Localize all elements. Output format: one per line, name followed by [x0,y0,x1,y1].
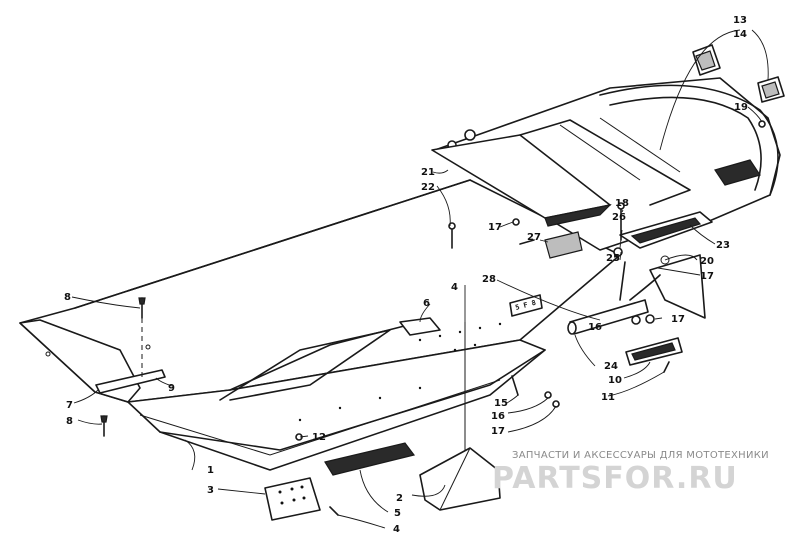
callout-11: 11 [601,392,615,403]
callout-21: 21 [421,167,435,178]
model-plate: 5 F 8 [509,294,543,317]
callout-4b: 4 [393,524,400,535]
callout-1: 1 [207,465,214,476]
callout-10: 10 [608,375,622,386]
callout-2: 2 [396,493,403,504]
callout-27: 27 [527,232,541,243]
callout-26: 26 [612,212,626,223]
callout-22: 22 [421,182,435,193]
callout-12: 12 [312,432,326,443]
rivet-row [298,322,502,422]
callout-3: 3 [207,485,214,496]
rear-bumper-assembly [434,77,781,251]
leader-lines [71,29,769,529]
hitch-bracket [629,254,706,319]
callout-9: 9 [168,383,175,394]
callout-17c: 17 [671,314,685,325]
callout-20: 20 [700,256,714,267]
callout-4a: 4 [451,282,458,293]
callout-17b: 17 [700,271,714,282]
callout-labels: 1 2 3 4 4 5 6 7 8 8 9 10 11 12 13 14 15 … [64,15,748,535]
callout-5: 5 [394,508,401,519]
callout-8b: 8 [66,416,73,427]
callout-17a: 17 [488,222,502,233]
tunnel-body: 5 F 8 [19,179,621,471]
callout-16a: 16 [491,411,505,422]
callout-13: 13 [733,15,747,26]
watermark-tagline: ЗАПЧАСТИ И АКСЕССУАРЫ ДЛЯ МОТОТЕХНИКИ [512,450,769,461]
callout-16b: 16 [588,322,602,333]
callout-23: 23 [716,240,730,251]
callout-15: 15 [494,398,508,409]
plate-holes [278,485,306,505]
license-lamp-parts [692,44,785,103]
callout-28: 28 [482,274,496,285]
callout-7: 7 [66,400,73,411]
callout-25: 25 [606,253,620,264]
callout-17d: 17 [491,426,505,437]
callout-18: 18 [615,198,629,209]
callout-14: 14 [733,29,747,40]
callout-24: 24 [604,361,618,372]
watermark-brand: PARTSFOR.RU [492,461,738,496]
callout-8a: 8 [64,292,71,303]
hardware-parts [448,120,766,408]
rear-deflector [431,134,612,227]
watermark: ЗАПЧАСТИ И АКСЕССУАРЫ ДЛЯ МОТОТЕХНИКИ PA… [492,450,769,496]
callout-6: 6 [423,298,430,309]
callout-19: 19 [734,102,748,113]
